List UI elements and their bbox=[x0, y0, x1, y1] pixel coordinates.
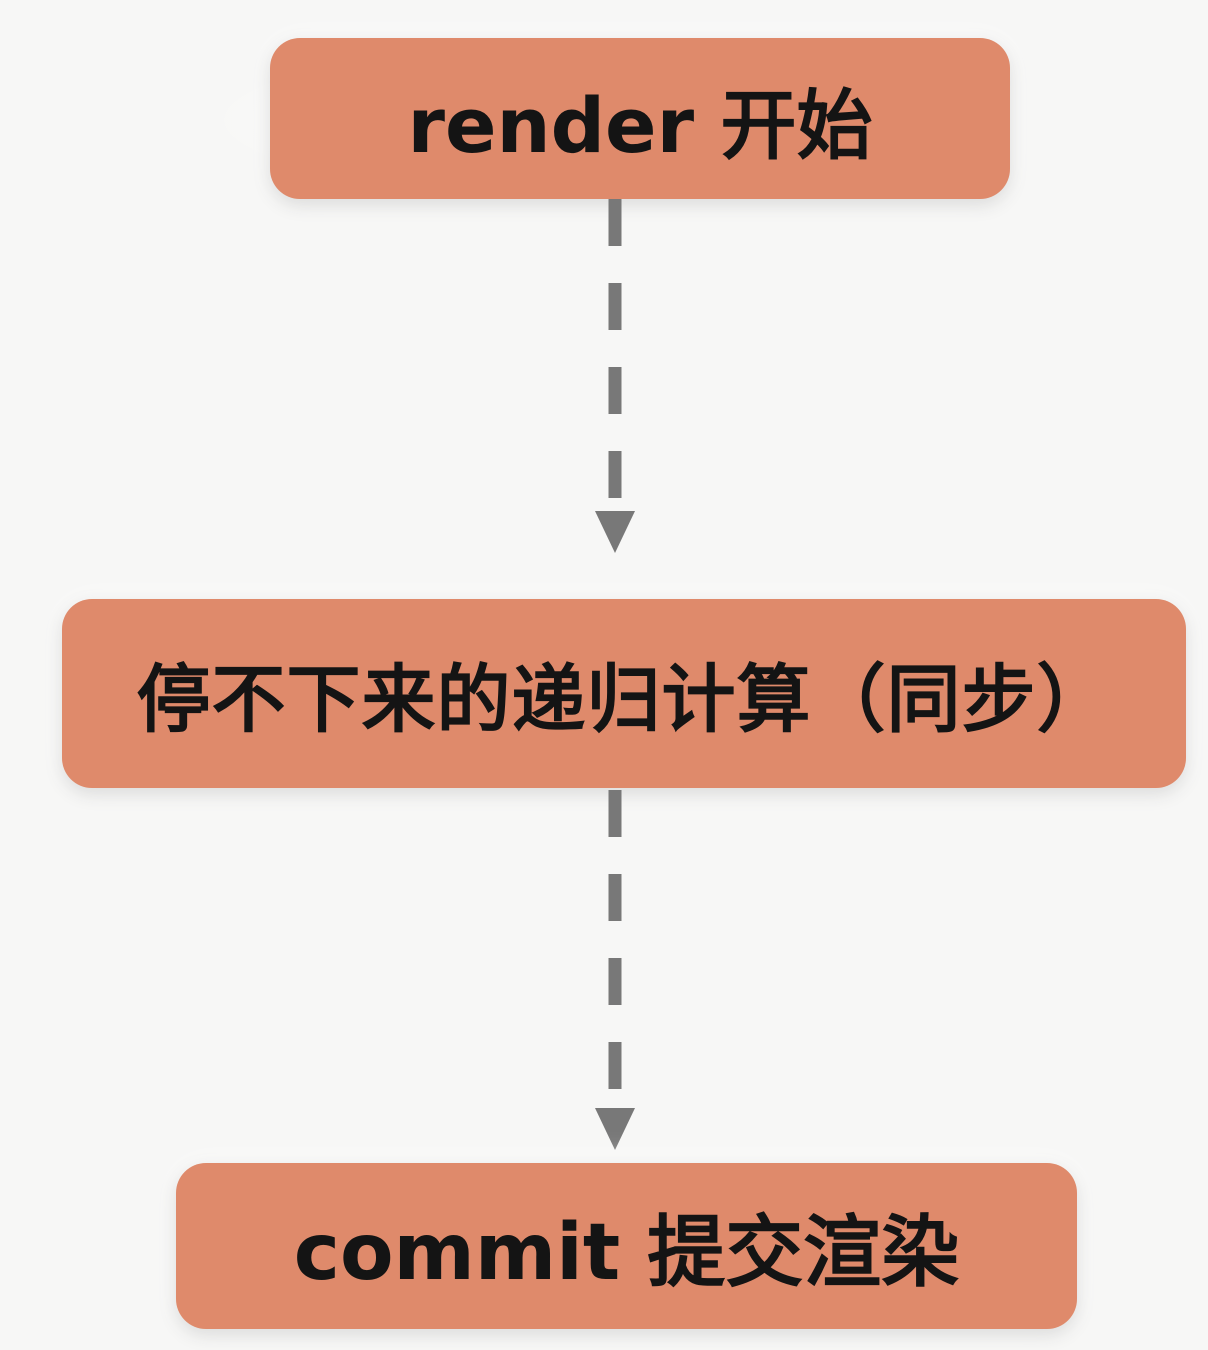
node-commit-render: commit 提交渲染 bbox=[176, 1163, 1077, 1329]
dashed-arrow-down-icon bbox=[595, 790, 635, 1150]
node-render-start-label: render 开始 bbox=[407, 80, 873, 170]
node-recursive-calc: 停不下来的递归计算（同步） bbox=[62, 599, 1186, 788]
node-commit-render-label: commit 提交渲染 bbox=[293, 1208, 960, 1298]
node-recursive-calc-label: 停不下来的递归计算（同步） bbox=[136, 657, 1112, 743]
dashed-arrow-down-icon bbox=[595, 199, 635, 553]
node-render-start: render 开始 bbox=[270, 38, 1010, 199]
